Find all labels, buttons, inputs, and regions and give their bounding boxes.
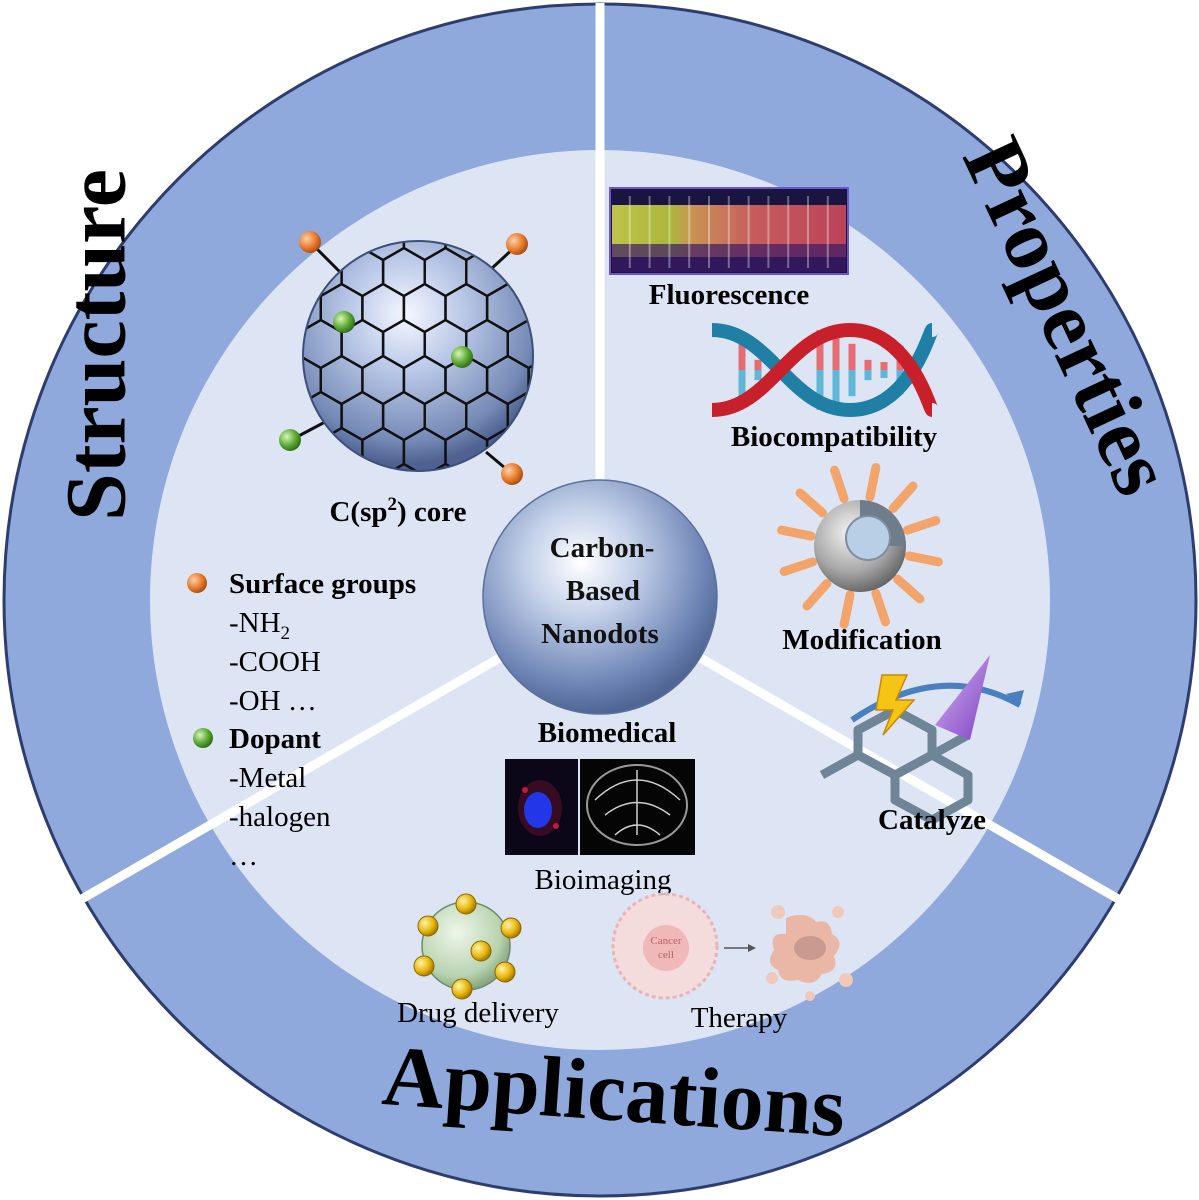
ligand-spike bbox=[777, 525, 816, 541]
modification-particle-icon bbox=[777, 463, 943, 629]
legend-item-cooh: -COOH bbox=[229, 646, 321, 678]
ligand-spike bbox=[871, 588, 890, 627]
ligand-spike bbox=[902, 516, 941, 535]
legend-item-nh2: -NH2 bbox=[229, 607, 290, 644]
application-therapy: Therapy bbox=[691, 1002, 788, 1034]
lattice-hexagon bbox=[381, 462, 426, 471]
property-catalyze: Catalyze bbox=[878, 804, 986, 836]
ligand-spike bbox=[888, 481, 918, 514]
ligand-spike bbox=[865, 463, 881, 502]
bioimaging-images bbox=[505, 759, 695, 855]
sector-title-structure: Structure bbox=[48, 169, 144, 521]
center-title-line2: Based bbox=[566, 575, 640, 607]
core-label: C(sp2) core bbox=[329, 494, 466, 528]
legend-item-ellipsis: … bbox=[229, 840, 258, 872]
legend-item-halogen: -halogen bbox=[229, 801, 331, 833]
property-biocompatibility: Biocompatibility bbox=[731, 421, 938, 453]
legend-item-oh: -OH … bbox=[229, 685, 317, 717]
center-title-line3: Nanodots bbox=[541, 618, 659, 650]
legend-surface-title: Surface groups bbox=[229, 568, 416, 600]
surface-group-atom bbox=[506, 233, 528, 255]
drug-delivery-icon bbox=[413, 893, 522, 1000]
catalyze-icon bbox=[819, 655, 1024, 824]
property-fluorescence: Fluorescence bbox=[649, 279, 810, 311]
fluorescence-image bbox=[609, 187, 849, 275]
cancer-cell-label: cell bbox=[658, 949, 674, 961]
lattice-hexagon bbox=[423, 462, 468, 471]
ligand-spike bbox=[904, 551, 943, 567]
cancer-cell-label: Cancer bbox=[650, 935, 681, 947]
core-sphere bbox=[303, 241, 533, 471]
ligand-spike bbox=[802, 578, 832, 611]
application-biomedical: Biomedical bbox=[538, 717, 677, 749]
surface-group-atom bbox=[299, 231, 321, 253]
legend-dopant-title: Dopant bbox=[229, 723, 321, 755]
application-bioimaging: Bioimaging bbox=[535, 864, 672, 896]
structure-legend: Surface groups -NH2 -COOH -OH … Dopant -… bbox=[187, 568, 416, 872]
surface-group-atom bbox=[501, 463, 523, 485]
property-modification: Modification bbox=[782, 624, 942, 656]
ligand-spike bbox=[830, 465, 849, 504]
ligand-spike bbox=[892, 574, 925, 604]
ligand-spike bbox=[839, 590, 855, 629]
dopant-legend-icon bbox=[193, 728, 213, 748]
therapy-icon: Cancer cell bbox=[611, 892, 853, 1001]
dopant-atom bbox=[279, 429, 301, 451]
ligand-spike bbox=[795, 488, 828, 518]
application-drug-delivery: Drug delivery bbox=[397, 997, 559, 1029]
dna-helix-icon bbox=[711, 322, 939, 418]
dopant-atom bbox=[451, 346, 473, 368]
center-nanodot-sphere: Carbon- Based Nanodots bbox=[482, 479, 718, 715]
center-title-line1: Carbon- bbox=[550, 532, 655, 564]
legend-item-metal: -Metal bbox=[229, 762, 306, 794]
surface-group-legend-icon bbox=[187, 573, 207, 593]
dopant-atom bbox=[333, 311, 355, 333]
ligand-spike bbox=[779, 557, 818, 576]
